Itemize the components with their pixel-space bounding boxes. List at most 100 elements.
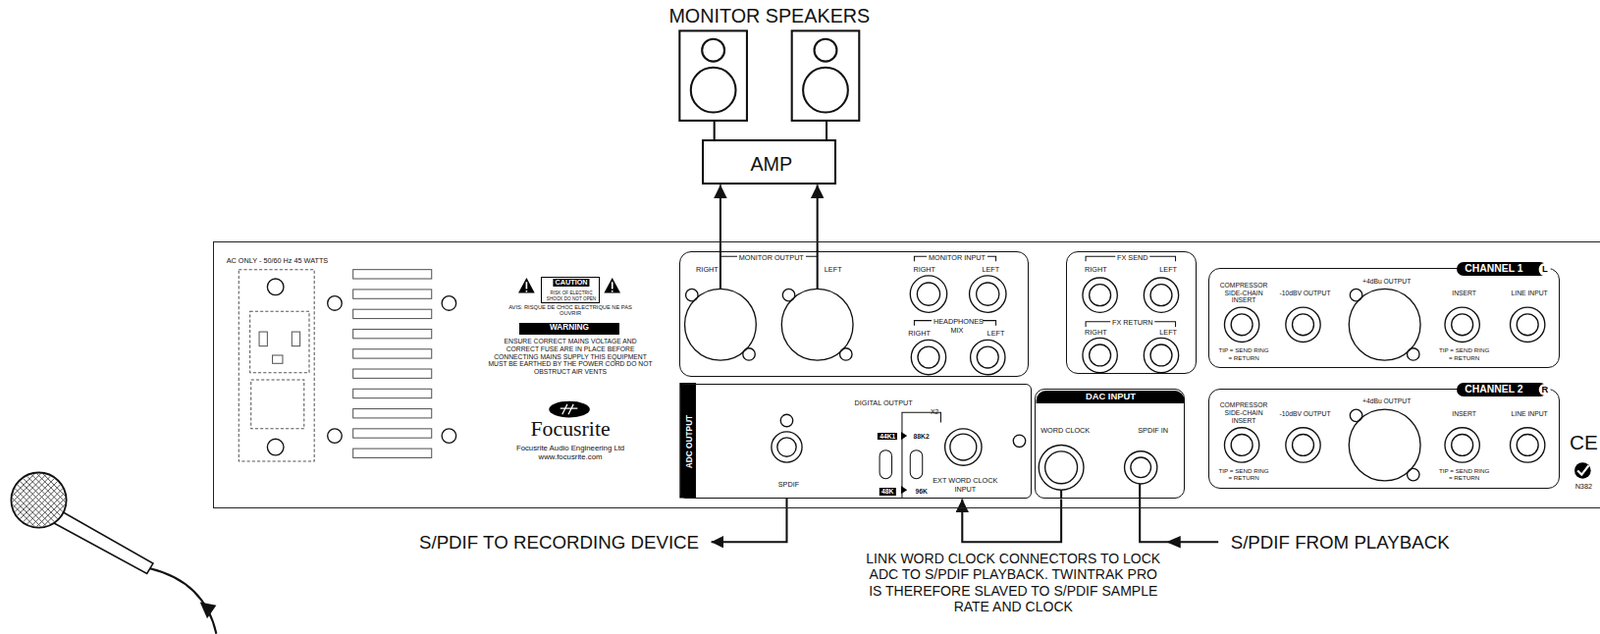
jack-ring [1150,344,1173,367]
air-vent [353,409,432,419]
node-text: AMP [749,153,793,176]
microphone-handle [53,512,154,574]
panel-screw [686,288,698,301]
grille-line [7,469,69,531]
node-text: WARNING [549,322,589,333]
panel-screw [441,296,457,312]
node-text: LEFT [1159,266,1177,274]
channel-section: CHANNEL 2RCOMPRESSOR SIDE-CHAIN INSERT-1… [1208,388,1561,489]
jack-ring [916,282,940,306]
iec-socket [250,311,310,373]
panel-screw [1013,434,1025,447]
signal-label: S/PDIF FROM PLAYBACK [1230,532,1450,554]
node-text: L [1538,263,1551,276]
node-text: EXT WORD CLOCK INPUT [932,477,999,494]
grille-line [7,500,69,562]
xlr-socket [1348,288,1421,361]
air-vent [353,448,432,458]
node-text: TIP = SEND RING = RETURN [1217,346,1271,361]
iec-pin [291,331,300,347]
jack-ring [1089,284,1112,307]
signal-label: S/PDIF TO RECORDING DEVICE [419,532,699,554]
node-text: HEADPHONES MIX [931,318,983,335]
node-text: 48K [879,487,896,496]
speaker-tweeter [814,39,838,62]
air-vent [353,349,432,359]
node-text: +4dBu OUTPUT [1362,277,1411,286]
node-text: LINE INPUT [1511,289,1548,298]
grille-line [7,493,69,555]
panel-screw [327,428,343,444]
amp-box: AMP [701,139,837,185]
jack-ring [1130,457,1152,479]
jack-ring [1516,434,1539,457]
node-text: R [1538,383,1551,397]
node-text: 44K1 [877,432,898,441]
jack-ring [1516,314,1539,336]
jack-socket [1082,277,1118,313]
panel-screw [743,348,755,361]
bnc-socket [945,428,982,466]
speaker-woofer [691,67,737,113]
jack-socket [969,275,1007,313]
air-vent [353,428,432,438]
grille-line [7,487,69,549]
node-text: RIGHT [695,266,719,274]
node-text: ENSURE CORRECT MAINS VOLTAGE AND CORRECT… [487,337,653,376]
air-vent [353,328,432,338]
jack-socket [1285,427,1321,463]
air-vent [353,289,432,299]
grille-line [7,476,69,537]
signal-wire [1060,489,1063,498]
grille-line [7,481,69,543]
xlr-socket [1348,409,1421,481]
node-text: MONITOR OUTPUT [737,254,806,263]
air-vent [353,369,432,378]
node-text: RIGHT [912,266,936,274]
logo-badge [548,401,590,419]
jack-socket [970,339,1006,374]
jack-ring [1230,314,1253,336]
signal-connector [961,498,1062,542]
node-text: SPDIF IN [1137,426,1169,435]
grille-line [7,487,69,549]
note-text: LINK WORD CLOCK CONNECTORS TO LOCK ADC T… [863,550,1163,615]
node-text: AC ONLY - 50/60 Hz 45 WATTS [226,257,329,266]
panel-screw [266,278,284,296]
panel-screw [441,428,457,444]
node-text: CE [1569,430,1599,455]
node-text: SPDIF [778,480,800,489]
node-text: CHANNEL 2 [1456,382,1547,397]
power-inlet-outline [238,269,315,462]
grille-line [7,463,69,525]
switch-bracket [902,412,942,498]
jack-socket [1143,337,1178,373]
node-text: 96K [914,487,927,496]
speaker-tweeter [701,39,725,62]
panel-screw [1349,409,1362,422]
node-text: COMPRESSOR SIDE-CHAIN INSERT [1212,401,1276,425]
node-text: LEFT [981,266,1000,274]
node-text: WORD CLOCK [1040,426,1090,435]
bnc-socket [1038,444,1084,490]
jack-ring [777,437,797,457]
jack-socket [1224,307,1259,342]
node-text: LINE INPUT [1511,410,1548,419]
jack-socket [1444,427,1480,463]
dac-input-section: DAC INPUTWORD CLOCKSPDIF IN [1034,388,1185,499]
node-text: FX RETURN [1110,319,1156,327]
node-text: INSERT [1451,410,1477,419]
grille-line [7,500,69,562]
grille-line [7,463,69,525]
node-text: MONITOR INPUT [926,254,988,263]
node-text: Focusrite [530,417,610,442]
node-text: LEFT [987,329,1006,338]
node-text: RIGHT [1084,328,1108,337]
warning-mark [611,281,614,292]
channel-section: CHANNEL 1LCOMPRESSOR SIDE-CHAIN INSERT-1… [1208,267,1561,369]
node-text: DIGITAL OUTPUT [853,399,912,408]
node-text: LEFT [824,266,843,274]
jack-ring [976,282,1000,306]
jack-socket [1082,337,1118,373]
